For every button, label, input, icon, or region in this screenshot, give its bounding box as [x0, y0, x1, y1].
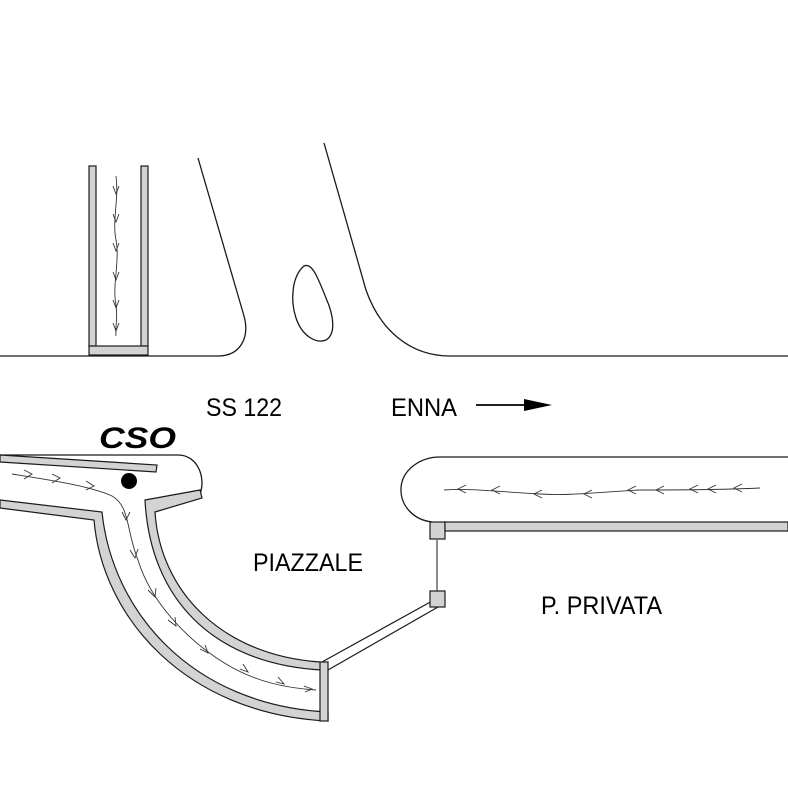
road-edges: [0, 142, 788, 523]
direction-label: ENNA: [391, 394, 457, 422]
southwest-channel-end-wall: [319, 661, 329, 722]
east-channel-flow-arrows: [456, 483, 743, 499]
southwest-channel-inlet-wall: [0, 454, 158, 473]
road-edge-south-west: [0, 454, 203, 495]
southwest-channel: [0, 454, 329, 722]
north-ditch-floor: [88, 345, 149, 356]
southwest-channel-flow-line: [11, 473, 317, 691]
north-ditch-wall-right: [140, 165, 149, 347]
yard-label: PIAZZALE: [253, 549, 363, 577]
private-road-label: P. PRIVATA: [541, 592, 662, 620]
arrow-right-icon: [476, 399, 552, 411]
gate-post-top: [429, 521, 446, 540]
north-ditch: [88, 165, 149, 356]
north-ditch-flow-arrows: [112, 185, 120, 333]
north-ditch-flow-line: [114, 175, 118, 337]
southwest-channel-outer-wall: [0, 499, 329, 722]
north-ditch-wall-left: [88, 165, 97, 347]
road-edge-south-east: [400, 456, 788, 523]
gate-post-bottom: [429, 590, 446, 608]
road-edge-north-west: [0, 157, 247, 357]
east-channel-wall: [444, 521, 788, 532]
outfall-label: CSO: [99, 422, 176, 455]
road-label: SS 122: [206, 394, 282, 422]
road-edge-north-east: [323, 142, 788, 357]
southwest-channel-flow-arrows: [23, 469, 314, 693]
traffic-island: [292, 264, 334, 342]
east-channel: [443, 483, 788, 532]
piazzale-fence-diagonal-inner: [327, 606, 439, 671]
east-channel-flow-line: [443, 487, 761, 495]
piazzale-fence-diagonal-outer: [321, 599, 435, 663]
piazzale-boundary: [321, 521, 446, 671]
filled-circle-icon: [121, 473, 137, 489]
southwest-channel-inner-wall: [144, 489, 323, 671]
